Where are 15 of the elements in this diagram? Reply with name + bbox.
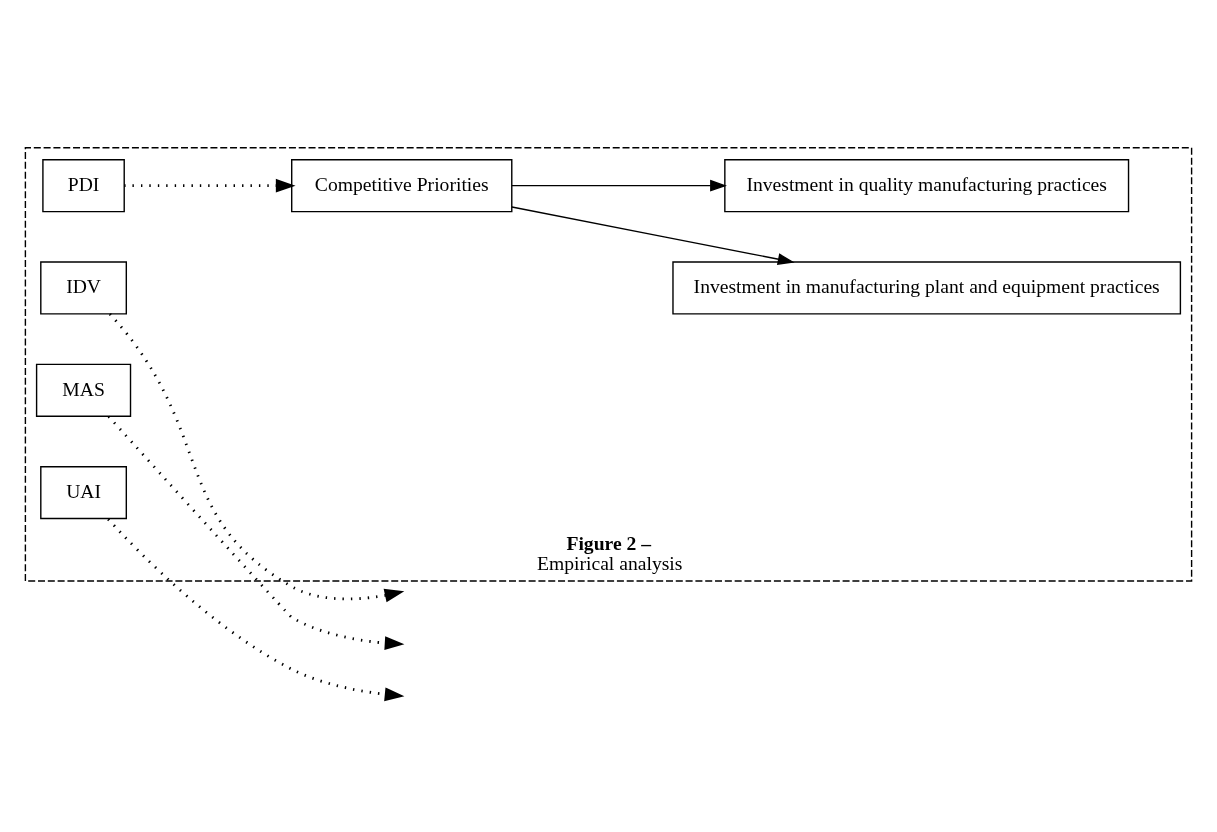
- node-box: PDI: [42, 158, 125, 212]
- cluster: [24, 146, 1193, 582]
- node-box: MAS: [35, 363, 132, 417]
- arrow: [107, 517, 405, 701]
- arrow: [511, 179, 727, 192]
- arrow: [108, 312, 405, 602]
- node-box: Investment in quality manufacturing practices: [724, 158, 1130, 212]
- node-box: Investment in manufacturing plant and equipment practices: [672, 260, 1182, 315]
- node-box: IDV: [40, 260, 127, 315]
- node-box: UAI: [40, 465, 127, 519]
- node-box: Competitive Priorities: [291, 158, 513, 212]
- arrow: [511, 205, 795, 265]
- arrow: [107, 415, 405, 650]
- diagram-title: Figure 2 –: [566, 532, 652, 554]
- arrow: [124, 178, 296, 193]
